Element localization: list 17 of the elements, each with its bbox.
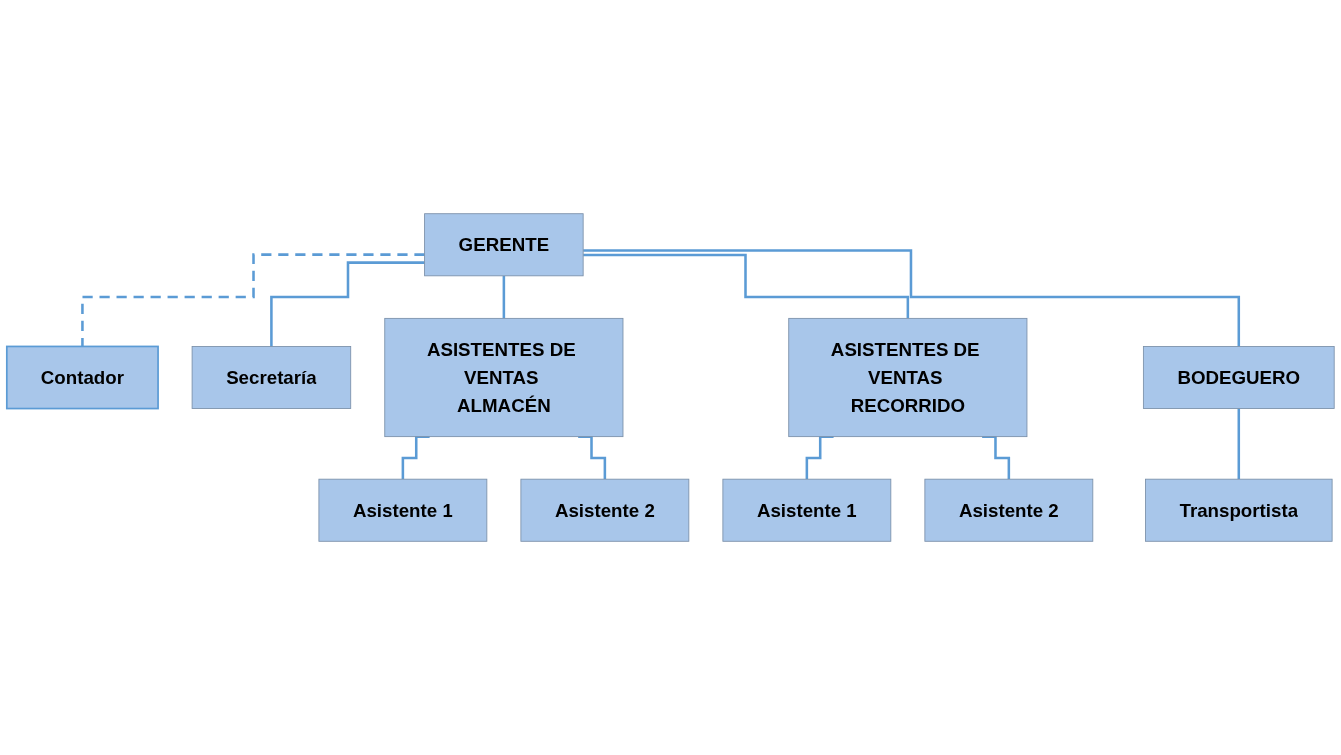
node-box: Asistente 1 <box>318 478 488 542</box>
node-box: ASISTENTES DE VENTAS ALMACÉN <box>384 317 624 438</box>
connector <box>1237 407 1241 481</box>
connector <box>583 249 1241 348</box>
node-box: Asistente 2 <box>924 478 1094 542</box>
node-box: ASISTENTES DE VENTAS RECORRIDO <box>788 317 1028 438</box>
node-box: BODEGUERO <box>1142 346 1335 409</box>
connector <box>502 274 506 320</box>
node-box: Transportista <box>1145 478 1333 542</box>
node-box: Asistente 1 <box>722 478 892 542</box>
connector <box>270 261 425 348</box>
node-box: Contador <box>5 345 159 410</box>
node-box: Secretaría <box>191 346 352 409</box>
node-box: GERENTE <box>424 213 584 277</box>
connector <box>583 253 910 320</box>
connector <box>81 253 425 348</box>
node-box: Asistente 2 <box>520 478 690 542</box>
